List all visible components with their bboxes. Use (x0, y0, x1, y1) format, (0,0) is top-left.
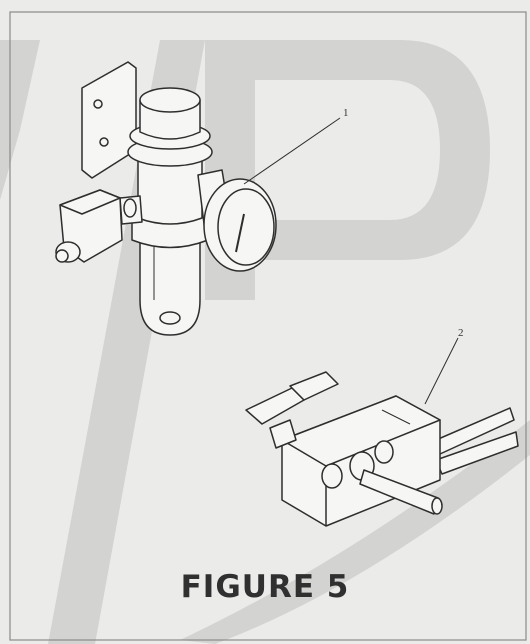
callout-label-2: 2 (458, 327, 464, 339)
inlet-fitting-top (59, 189, 121, 215)
filter-bowl (139, 229, 201, 336)
callout-leaders (243, 117, 459, 405)
watermark-p-bowl (255, 40, 490, 260)
inlet-threads (123, 198, 137, 218)
valve-block (245, 371, 519, 527)
callout-label-1: 1 (343, 107, 349, 119)
gauge-face (217, 188, 275, 266)
tube-upper-left (245, 387, 305, 425)
bracket-hole-bottom (99, 137, 109, 147)
regulator-with-gauge (55, 61, 277, 336)
block-seam (381, 409, 411, 425)
drain-valve (159, 311, 181, 325)
tube-upper-mid (289, 371, 339, 401)
mounting-bracket (81, 61, 137, 179)
leader-line-1 (243, 117, 341, 185)
port-left (321, 463, 343, 489)
watermark-stroke-left (0, 40, 40, 200)
figure-frame (9, 11, 527, 641)
block-top (281, 395, 441, 467)
tube-front (359, 469, 439, 515)
port-right (374, 440, 394, 464)
fitting-nut (269, 419, 297, 449)
tube-front-end (431, 497, 443, 515)
figure-caption: FIGURE 5 (180, 569, 350, 605)
bracket-hole-top (93, 99, 103, 109)
gauge-needle (235, 213, 245, 253)
inlet-nut-hole (55, 249, 69, 263)
knob-top (139, 87, 201, 113)
leader-line-2 (424, 337, 459, 405)
watermark-logo (0, 40, 530, 644)
